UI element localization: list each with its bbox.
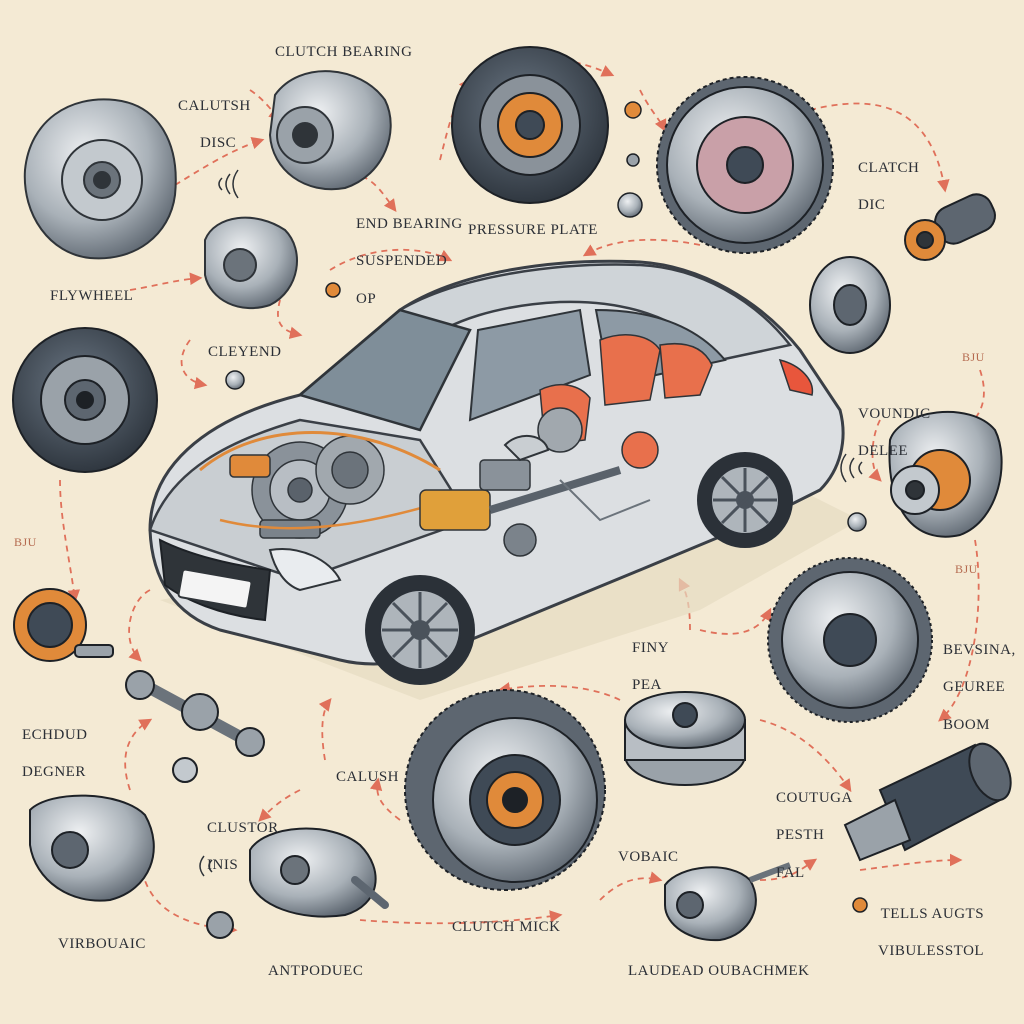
arrow-21 xyxy=(124,718,153,791)
arrow-11 xyxy=(180,339,208,390)
label-calush: CALUSH xyxy=(336,769,400,785)
label-clustor-inis: CLUSTOR INIS xyxy=(207,819,279,874)
part-release-bearing xyxy=(904,193,996,261)
car-cutaway xyxy=(148,259,860,700)
arrow-22 xyxy=(318,698,332,761)
label-end-bearing: END BEARING SUSPENDED OP xyxy=(356,215,463,307)
tail-light xyxy=(778,358,814,396)
label-antpoduec: ANTPODUEC xyxy=(268,963,364,979)
car-roof xyxy=(398,263,793,362)
arrow-9 xyxy=(129,272,203,291)
part-clutch-disc-large xyxy=(656,76,834,254)
part-clutch-assembly xyxy=(404,689,606,891)
wheel-rear xyxy=(697,452,793,548)
arrow-7 xyxy=(809,102,950,193)
part-actuator-right xyxy=(888,410,1003,538)
label-cleyend: CLEYEND xyxy=(208,344,282,360)
label-clutch-disc-right: CLATCH DIC xyxy=(858,159,920,214)
arrow-23 xyxy=(258,789,301,822)
part-flywheel xyxy=(12,327,158,473)
headlight xyxy=(268,548,342,592)
part-hydraulic-unit xyxy=(664,862,792,942)
part-flywheel-housing xyxy=(23,98,177,260)
seat-front xyxy=(599,334,661,406)
arrow-6 xyxy=(639,89,667,133)
arrow-13 xyxy=(329,248,453,271)
part-clutch-disc-right xyxy=(767,557,933,723)
label-echdud-degner: ECHDUD DEGNER xyxy=(22,726,88,781)
label-voundic-delee: VOUNDIC DELEE xyxy=(858,405,931,460)
part-pot-bearing xyxy=(624,691,746,786)
arrow-26 xyxy=(599,871,663,901)
arrow-10 xyxy=(277,299,303,339)
label-small-tag-right-mid: BJU xyxy=(955,562,978,576)
arrow-18 xyxy=(699,607,772,635)
part-pressure-plate xyxy=(451,46,609,204)
engine-internals xyxy=(199,431,451,539)
arrow-14 xyxy=(868,419,882,482)
label-virbouaic: VIRBOUAIC xyxy=(58,936,146,952)
wave-marks xyxy=(199,169,863,877)
part-shaft-left xyxy=(125,670,265,783)
small-fittings xyxy=(225,101,868,913)
arrow-12 xyxy=(59,479,80,603)
arrow-28 xyxy=(859,853,963,871)
arrow-27 xyxy=(759,858,818,881)
arrow-15 xyxy=(957,369,985,432)
label-small-tag-left: BJU xyxy=(14,535,37,549)
arrow-8 xyxy=(582,238,701,257)
label-coutuga: COUTUGA PESTH FAL xyxy=(776,789,853,881)
arrow-29 xyxy=(759,719,852,793)
arrow-20 xyxy=(128,589,151,662)
label-pressure-plate: PRESSURE PLATE xyxy=(468,222,598,238)
side-window-front xyxy=(468,308,592,422)
arrow-30 xyxy=(369,777,401,821)
arrow-25 xyxy=(359,910,563,925)
part-orange-bearing xyxy=(13,588,114,662)
label-laudead: LAUDEAD OUBACHMEK xyxy=(628,963,810,979)
label-clutch-bearing: CLUTCH BEARING xyxy=(275,44,413,60)
drivetrain xyxy=(419,407,659,557)
wheel-front xyxy=(365,575,475,685)
arrow-19 xyxy=(497,682,621,701)
arrow-3 xyxy=(339,173,397,213)
part-dome-cover xyxy=(809,256,891,354)
side-mirror xyxy=(503,435,550,462)
part-end-bearing xyxy=(204,216,298,310)
label-tells-augts: TELLS AUGTS VIBULESSTOL xyxy=(878,905,985,960)
label-flywheel: FLYWHEEL xyxy=(50,288,134,304)
label-bevsina: BEVSINA, GEUREE BOOM xyxy=(943,641,1016,733)
label-clutch-disc-top-left: CALUTSH DISC xyxy=(178,97,251,152)
label-vobaic: VOBAIC xyxy=(618,849,679,865)
label-clutch-mick: CLUTCH MICK xyxy=(452,919,561,935)
part-bellows xyxy=(843,742,1012,862)
windshield xyxy=(297,308,472,432)
part-slave-cylinder xyxy=(206,827,389,939)
label-small-tag-right-top: BJU xyxy=(962,350,985,364)
arrow-16 xyxy=(938,539,980,722)
part-clutch-bearing xyxy=(268,70,392,191)
label-finy-pea: FINY PEA xyxy=(632,639,670,694)
arrow-2 xyxy=(174,136,265,186)
part-actuator-bottom-left xyxy=(29,794,155,902)
license-plate xyxy=(177,568,253,610)
seat-rear xyxy=(659,343,713,399)
